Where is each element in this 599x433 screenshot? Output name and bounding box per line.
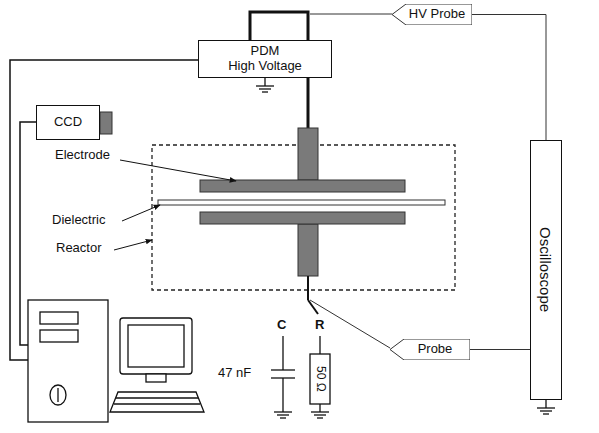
- probe-lead: [310, 300, 390, 348]
- leader-line: [120, 160, 236, 181]
- node-text: Oscilloscope: [537, 227, 554, 312]
- node-text: PDM: [251, 44, 280, 59]
- camera-lens: [100, 112, 112, 134]
- ground-wire: [307, 276, 309, 300]
- computer-icon: [28, 300, 204, 422]
- component-label: C: [277, 318, 286, 333]
- device-box: CCD: [36, 105, 100, 140]
- dielectric-plate: [158, 200, 445, 205]
- electrode-plate: [200, 212, 405, 224]
- electrode-stem: [298, 224, 318, 276]
- probe-lead: [310, 14, 392, 15]
- electrode-stem: [298, 128, 318, 180]
- leader-line: [122, 205, 160, 221]
- resistor-symbol: [310, 336, 330, 418]
- node-text: High Voltage: [228, 59, 302, 74]
- probe-box: Probe: [390, 339, 470, 360]
- node-text: Probe: [408, 342, 453, 357]
- device-box: PDMHigh Voltage: [198, 40, 332, 78]
- signal-wire: [470, 349, 530, 350]
- device-box: Oscilloscope: [530, 140, 562, 400]
- part-label: Electrode: [55, 148, 110, 163]
- component-label: R: [315, 318, 324, 333]
- probe-outline: [392, 4, 472, 25]
- ground-symbol: [537, 400, 555, 414]
- probe-outline: [390, 339, 470, 360]
- probe-box: HV Probe: [392, 4, 472, 25]
- part-label: Dielectric: [52, 213, 105, 228]
- leader-line: [114, 240, 152, 250]
- component-label: 47 nF: [218, 366, 251, 381]
- signal-wire: [472, 15, 546, 141]
- electrode-plate: [200, 180, 405, 192]
- capacitor-symbol: [271, 336, 295, 418]
- node-text: HV Probe: [399, 7, 465, 22]
- node-text: CCD: [54, 115, 82, 130]
- component-label: 50 Ω: [313, 366, 327, 392]
- ground-symbol: [256, 78, 274, 92]
- part-label: Reactor: [56, 241, 102, 256]
